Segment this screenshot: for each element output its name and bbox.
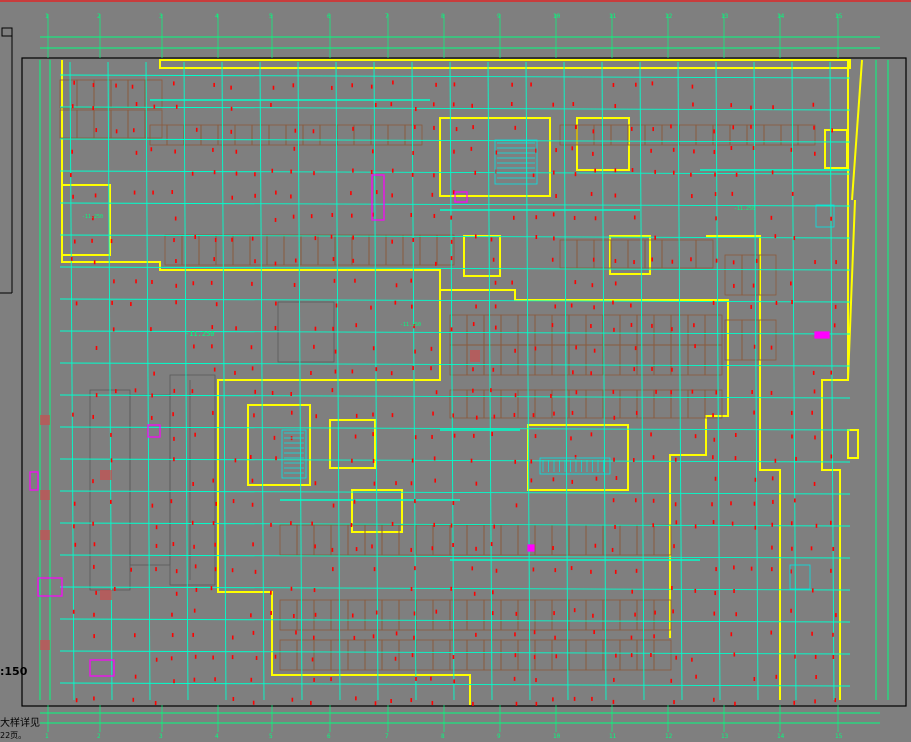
detail-note-line-2: 22页。 <box>0 731 27 740</box>
axis-label-bottom: 4 <box>215 733 219 739</box>
axis-label-top: 11 <box>609 13 617 20</box>
detail-note-line-1: 大样详见 <box>0 718 40 729</box>
axis-label-top: 13 <box>721 13 729 20</box>
axis-label-top: 15 <box>835 13 843 20</box>
axis-label-bottom: 2 <box>97 733 101 739</box>
hatched-shafts <box>40 350 480 650</box>
axis-label-top: 10 <box>553 13 561 20</box>
axis-label-top: 5 <box>269 13 273 20</box>
axis-label-bottom: 3 <box>159 733 163 739</box>
axis-label-top: 1 <box>45 13 49 20</box>
axis-label-top: 7 <box>385 13 389 20</box>
axis-label-bottom: 9 <box>497 733 501 739</box>
axis-label-bottom: 7 <box>385 733 389 739</box>
stairwells <box>281 139 835 590</box>
axis-label-top: 12 <box>665 13 673 20</box>
axis-label-bottom: 6 <box>327 733 331 739</box>
axis-label-top: 6 <box>327 13 331 20</box>
axis-label-top: 2 <box>97 13 101 20</box>
axis-label-top: 8 <box>441 13 445 20</box>
equipment-marks <box>29 174 830 677</box>
sprinkler-pipes <box>59 61 851 701</box>
axis-label-bottom: 11 <box>609 733 617 739</box>
axis-label-bottom: 13 <box>721 733 729 739</box>
drawing-border <box>21 57 907 707</box>
axis-label-bottom: 15 <box>835 733 843 739</box>
axis-label-top: 3 <box>159 13 163 20</box>
axis-label-top: 9 <box>497 13 501 20</box>
axis-label-bottom: 1 <box>45 733 49 739</box>
axis-label-bottom: 10 <box>553 733 561 739</box>
axis-label-top: 4 <box>215 13 219 20</box>
axis-label-bottom: 5 <box>269 733 273 739</box>
parking-stalls <box>59 79 816 671</box>
level-label: -11.250 <box>185 330 215 338</box>
axis-label-bottom: 8 <box>441 733 445 739</box>
level-label: -11.250 <box>82 214 103 220</box>
building-walls <box>61 59 863 705</box>
level-label: -11.250 <box>400 322 421 328</box>
scale-note: :150 <box>0 665 28 678</box>
axis-label-bottom: 12 <box>665 733 673 739</box>
axis-label-top: 14 <box>777 13 785 20</box>
axis-label-bottom: 14 <box>777 733 785 739</box>
sprinkler-heads <box>70 80 837 706</box>
level-label: -11.250 <box>734 206 755 212</box>
